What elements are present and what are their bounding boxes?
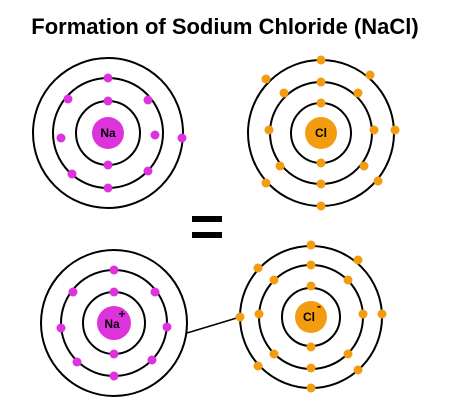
electron — [316, 201, 326, 211]
shell-outer — [32, 57, 184, 209]
electron — [109, 371, 119, 381]
electron — [56, 323, 66, 333]
shell-outer — [40, 249, 188, 397]
chloride-charge: - — [317, 299, 321, 313]
electron — [162, 322, 172, 332]
electron — [353, 255, 363, 265]
electron — [109, 349, 119, 359]
electron — [316, 77, 326, 87]
electron — [56, 133, 66, 143]
electron — [358, 309, 368, 319]
electron — [316, 98, 326, 108]
page-title: Formation of Sodium Chloride (NaCl) — [31, 14, 419, 39]
electron — [306, 260, 316, 270]
electron — [306, 383, 316, 393]
electron — [254, 309, 264, 319]
electron — [279, 88, 289, 98]
sodium-nucleus — [92, 117, 124, 149]
electron — [306, 363, 316, 373]
electron — [353, 365, 363, 375]
electron — [390, 125, 400, 135]
sodium-electrons — [56, 73, 187, 193]
ionic-bond-line — [186, 316, 241, 334]
electron — [316, 55, 326, 65]
electron — [373, 176, 383, 186]
electron — [103, 160, 113, 170]
electron — [253, 361, 263, 371]
electron — [306, 281, 316, 291]
electron — [275, 161, 285, 171]
electron — [253, 263, 263, 273]
electron — [143, 95, 153, 105]
electron — [109, 265, 119, 275]
chloride-nucleus — [295, 301, 327, 333]
electron — [369, 125, 379, 135]
electron — [359, 161, 369, 171]
sodium-ion-nucleus — [97, 306, 131, 340]
chlorine-electrons — [261, 55, 400, 211]
electron — [72, 357, 82, 367]
electron — [67, 169, 77, 179]
electron — [343, 275, 353, 285]
electron — [316, 179, 326, 189]
electron — [264, 125, 274, 135]
electron — [109, 287, 119, 297]
electron — [269, 275, 279, 285]
chloride-ion: Cl - — [235, 240, 387, 393]
electron-transferred — [235, 312, 245, 322]
electron — [150, 287, 160, 297]
electron — [103, 96, 113, 106]
electron — [269, 349, 279, 359]
sodium-ion-charge: + — [118, 307, 125, 321]
electron — [103, 183, 113, 193]
sodium-ion: Na + — [40, 249, 188, 397]
electron — [306, 240, 316, 250]
chloride-label: Cl — [303, 310, 315, 324]
equals-sign — [192, 216, 222, 238]
sodium-atom: Na — [32, 57, 187, 209]
electron — [147, 355, 157, 365]
electron — [261, 74, 271, 84]
chlorine-nucleus-label: Cl — [315, 126, 327, 140]
electron — [353, 88, 363, 98]
sodium-nucleus-label: Na — [100, 126, 116, 140]
electron — [68, 287, 78, 297]
electron — [63, 94, 73, 104]
electron — [306, 342, 316, 352]
electron — [177, 133, 187, 143]
electron — [150, 130, 160, 140]
electron — [377, 309, 387, 319]
sodium-ion-label: Na — [104, 317, 120, 331]
electron — [365, 70, 375, 80]
sodium-ion-electrons — [56, 265, 172, 381]
chloride-electrons — [235, 240, 387, 393]
electron — [261, 178, 271, 188]
chlorine-atom: Cl — [247, 55, 400, 211]
electron — [103, 73, 113, 83]
electron — [343, 349, 353, 359]
chlorine-nucleus — [305, 117, 337, 149]
electron — [143, 166, 153, 176]
electron — [316, 158, 326, 168]
